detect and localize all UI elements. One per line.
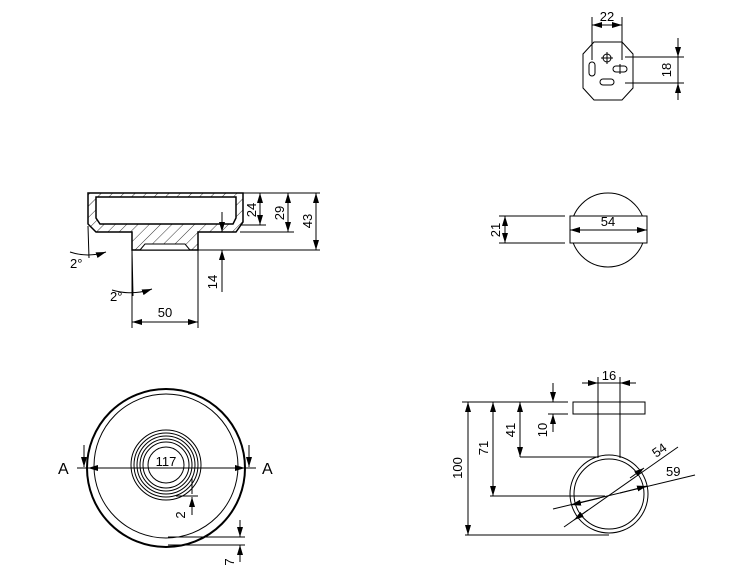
dim-71: 71 (476, 441, 491, 455)
dim-14: 14 (205, 275, 220, 289)
section-label-a-left: A (58, 461, 69, 478)
dim-117: 117 (156, 454, 177, 469)
angle-2deg-outer: 2° (70, 256, 82, 271)
recess (138, 243, 192, 251)
dim-43: 43 (300, 214, 315, 228)
plate-outline (582, 41, 634, 101)
elevation-view: 16 10 41 71 100 54 59 (450, 368, 696, 536)
plan-view: A A 117 2 7 (58, 388, 273, 566)
dim-29: 29 (272, 206, 287, 220)
angle-2deg-stem: 2° (110, 289, 122, 304)
dim-100: 100 (450, 457, 465, 479)
dim-41: 41 (503, 423, 518, 437)
dim-2: 2 (173, 511, 188, 518)
dim-7: 7 (222, 558, 237, 565)
dim-59: 59 (666, 464, 680, 479)
slot (599, 78, 615, 86)
section-label-a-right: A (262, 461, 273, 478)
dim-10: 10 (535, 423, 550, 437)
section-view: 24 29 43 14 50 2° 2° (69, 192, 320, 328)
dim-54: 54 (601, 214, 615, 229)
bowl-section (87, 192, 244, 251)
dim-22: 22 (600, 9, 614, 24)
dim-24: 24 (244, 203, 259, 217)
dim-18: 18 (659, 63, 674, 77)
slot (588, 61, 596, 77)
dim-16: 16 (602, 368, 616, 383)
top-detail-view: 22 18 (582, 9, 684, 101)
dim-54: 54 (649, 440, 669, 461)
side-bar-view: 54 21 (488, 192, 648, 268)
dim-21: 21 (488, 223, 503, 237)
dim-50: 50 (158, 305, 172, 320)
